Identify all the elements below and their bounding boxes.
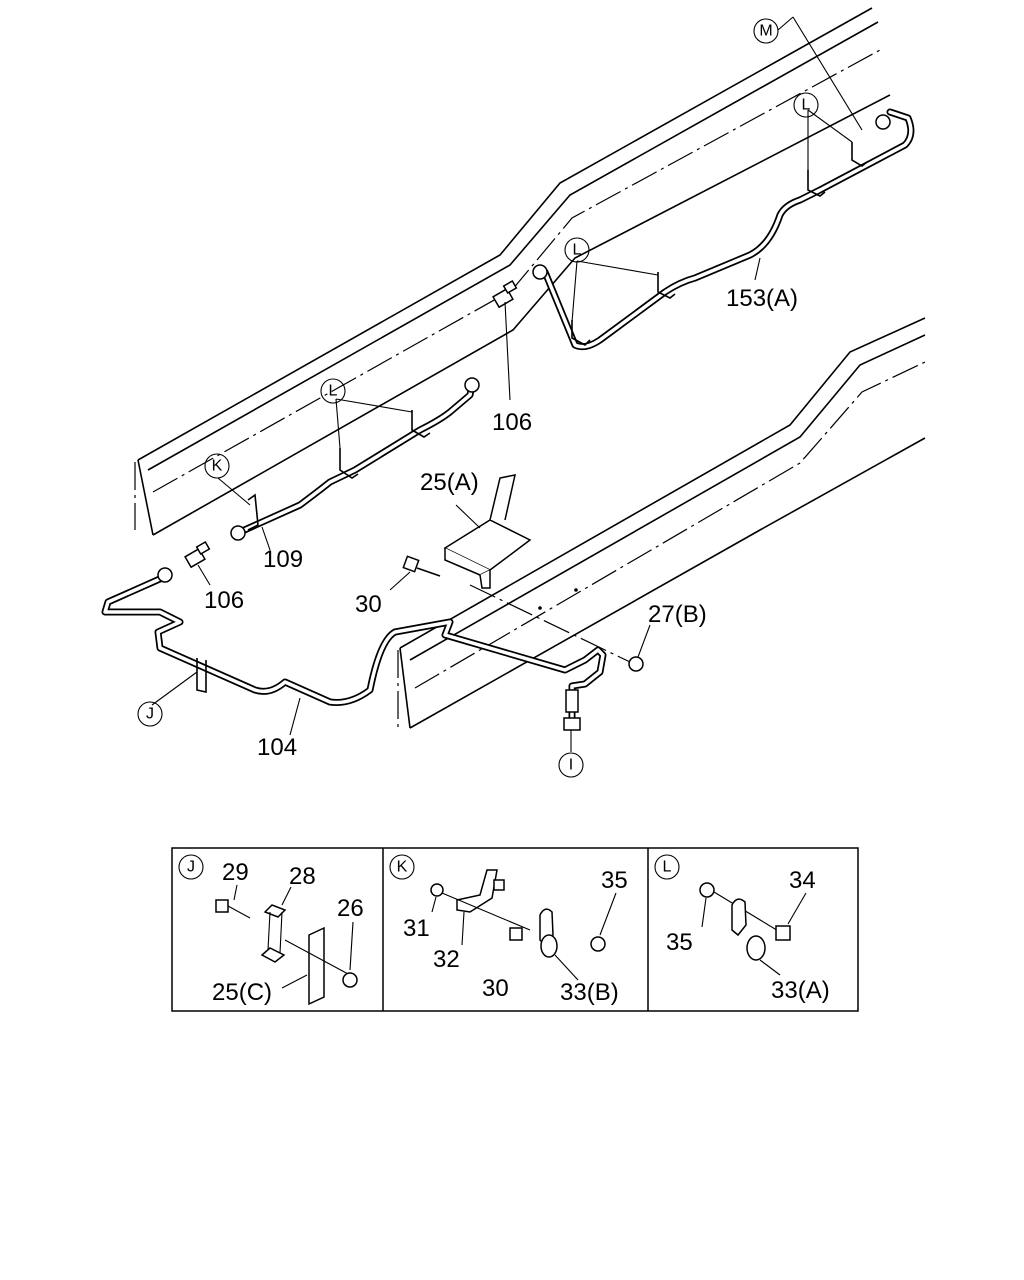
nut-26-icon xyxy=(342,972,358,988)
label-26: 26 xyxy=(337,895,364,922)
hose-fitting-icon xyxy=(565,689,579,713)
grommet-33a-icon xyxy=(746,935,766,961)
callout-l1-text: L xyxy=(802,97,811,114)
bolt-head-icon xyxy=(215,899,229,913)
detail-panel-k: K 31 32 30 35 33(B) xyxy=(389,854,628,1006)
mount-hole-icon xyxy=(574,588,578,592)
clip-icon xyxy=(339,448,359,479)
leader-lines xyxy=(151,16,863,752)
clip-icon xyxy=(851,142,868,167)
pipe-109 xyxy=(230,377,480,541)
label-27b: 27(B) xyxy=(648,601,707,628)
clip-28-body-icon xyxy=(267,911,283,954)
panel-k-key: K xyxy=(397,859,408,876)
plate-25c-icon xyxy=(308,926,325,1006)
callout-l3-text: L xyxy=(329,383,338,400)
flare-nut-icon xyxy=(157,567,173,583)
bolt-thread-icon xyxy=(416,567,441,577)
mount-hole-icon xyxy=(538,606,542,610)
label-31: 31 xyxy=(403,915,430,942)
flare-nut-icon xyxy=(230,525,246,541)
callout-l2-text: L xyxy=(573,242,582,259)
union-106-upper-icon xyxy=(492,280,518,309)
bracket-25a xyxy=(443,474,532,589)
hex-nut-icon xyxy=(563,717,581,731)
clip-icon xyxy=(571,320,591,346)
clip-icon xyxy=(807,170,826,197)
label-29: 29 xyxy=(222,859,249,886)
callout-l-1: L xyxy=(793,92,819,118)
label-25a: 25(A) xyxy=(420,469,479,496)
nut-35-icon xyxy=(590,936,606,952)
label-106-lower: 106 xyxy=(204,587,244,614)
bracket-k-icon xyxy=(247,493,259,531)
callout-k: K xyxy=(204,453,230,479)
bolt-34-head-icon xyxy=(775,925,791,941)
union-106-lower-icon xyxy=(184,541,211,569)
pipe-clips xyxy=(196,142,868,693)
label-104: 104 xyxy=(257,734,297,761)
pipe-104 xyxy=(101,567,607,731)
label-32: 32 xyxy=(433,946,460,973)
upper-frame-rail xyxy=(134,7,891,536)
callout-i-text: I xyxy=(569,757,573,774)
clip-icon xyxy=(657,272,676,299)
bolt-30-head-icon xyxy=(509,927,523,941)
clip-icon xyxy=(411,410,431,438)
clip-33a-icon xyxy=(731,898,747,937)
union-fittings xyxy=(184,280,518,569)
bolt-head-icon xyxy=(493,879,505,891)
bolt-thread-icon xyxy=(227,905,251,919)
panel-j-key: J xyxy=(187,859,195,876)
label-33a: 33(A) xyxy=(771,977,830,1004)
bolt-30 xyxy=(402,555,441,577)
nut-35-l-icon xyxy=(699,882,715,898)
label-25c: 25(C) xyxy=(212,979,272,1006)
label-35-l: 35 xyxy=(666,929,693,956)
flare-nut-icon xyxy=(464,377,480,393)
label-109: 109 xyxy=(263,546,303,573)
label-34: 34 xyxy=(789,867,816,894)
callout-m: M xyxy=(753,18,779,44)
label-33b: 33(B) xyxy=(560,979,619,1006)
detail-panel-j: J 29 28 26 25(C) xyxy=(178,854,364,1006)
panel-l-key: L xyxy=(663,859,672,876)
clip-j-icon xyxy=(196,658,207,693)
bolt-head-icon xyxy=(402,555,420,573)
callout-j: J xyxy=(137,701,163,727)
detail-panel-l: L 35 34 33(A) xyxy=(654,854,830,1004)
bracket-32-icon xyxy=(456,869,498,913)
label-28: 28 xyxy=(289,863,316,890)
clip-28-icon xyxy=(260,904,287,963)
callout-l-2: L xyxy=(564,237,590,263)
flare-nut-icon xyxy=(532,264,548,280)
nut-27b-icon xyxy=(628,656,644,672)
label-30: 30 xyxy=(355,591,382,618)
callout-k-text: K xyxy=(212,458,223,475)
flare-nut-icon xyxy=(875,114,891,130)
callout-l-3: L xyxy=(320,378,346,404)
detail-panels-frame xyxy=(171,847,859,1012)
grommet-33b-icon xyxy=(540,934,558,958)
nut-31-icon xyxy=(430,883,444,897)
callout-j-text: J xyxy=(146,706,154,723)
callout-i: I xyxy=(558,752,584,778)
pipe-153a xyxy=(532,108,915,351)
label-30-detail: 30 xyxy=(482,975,509,1002)
label-35-k: 35 xyxy=(601,867,628,894)
label-153a: 153(A) xyxy=(726,285,798,312)
callout-m-text: M xyxy=(759,23,772,40)
label-106-upper: 106 xyxy=(492,409,532,436)
